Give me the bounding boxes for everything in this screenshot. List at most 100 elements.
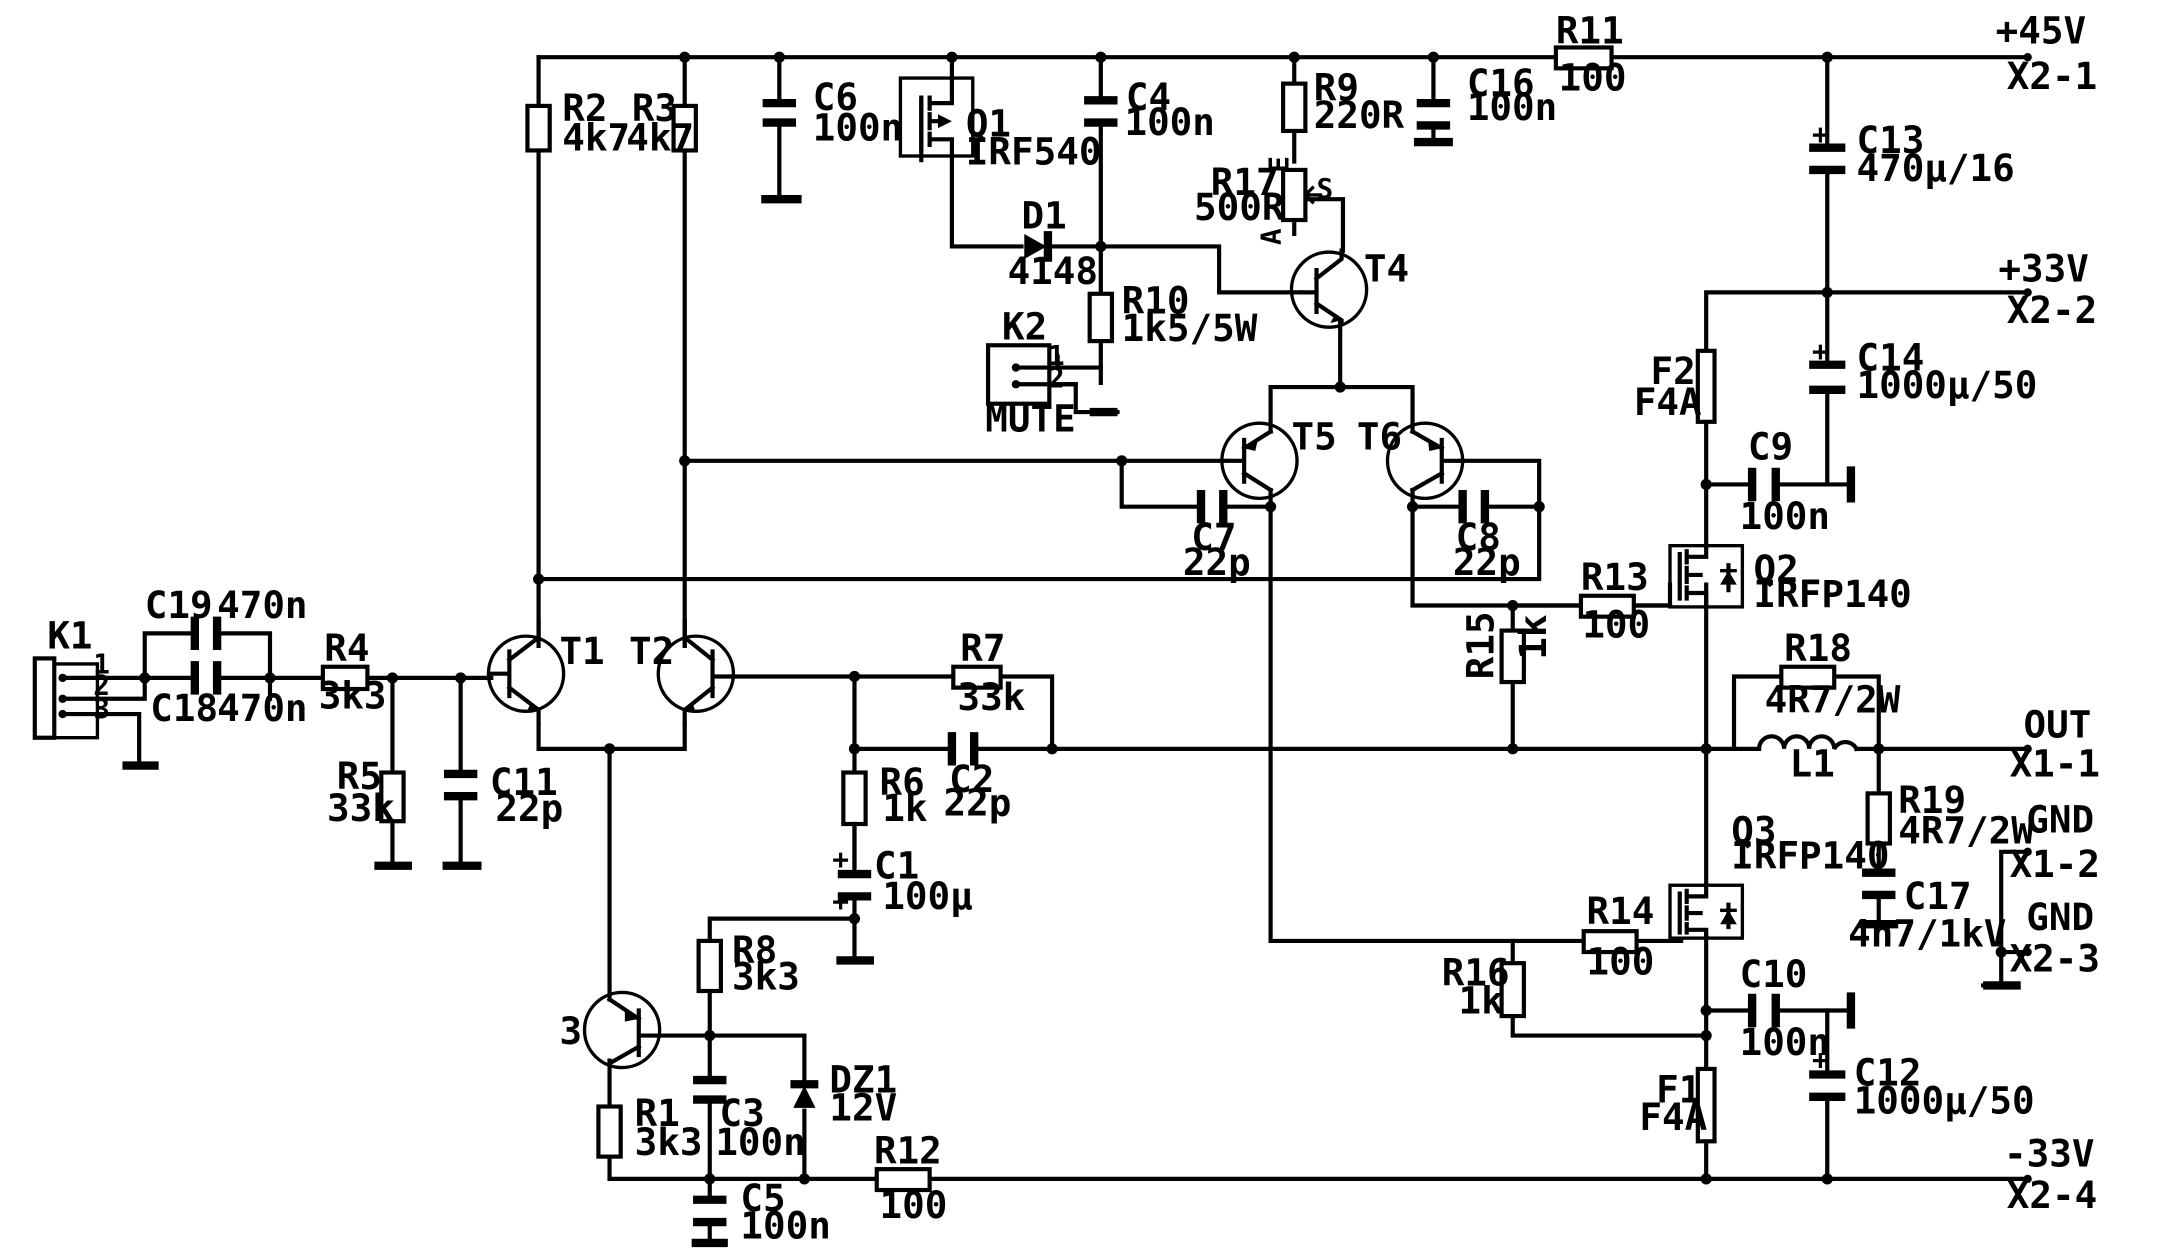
f1-value: F4A xyxy=(1639,1095,1707,1139)
c16-value: 100n xyxy=(1467,85,1557,129)
f2-value: F4A xyxy=(1634,380,1702,424)
r8-body xyxy=(696,938,723,994)
r2-ref: R2 xyxy=(562,86,607,130)
resistor-symbols xyxy=(320,45,1892,1193)
net-plus33-label: +33V xyxy=(1998,246,2088,290)
r15-value: 1k xyxy=(1511,615,1555,660)
k2-pin2: 2 xyxy=(1048,361,1065,394)
r12-ref: R12 xyxy=(874,1129,942,1173)
c13-plus: + xyxy=(1812,117,1829,150)
r13-body xyxy=(1578,593,1636,619)
c1-value: 100µ xyxy=(882,874,972,918)
r14-value: 100 xyxy=(1587,939,1655,983)
t6-ref: T6 xyxy=(1357,415,1402,459)
r15-body xyxy=(1499,628,1526,685)
net-gnd1-connector: X1-2 xyxy=(2010,842,2100,886)
r7-body xyxy=(951,664,1003,690)
c19-value: 470n xyxy=(217,583,307,627)
r19-body xyxy=(1865,791,1892,846)
q2-ref: Q2 xyxy=(1754,547,1799,591)
c10-value: 100n xyxy=(1740,1020,1830,1064)
r11-body xyxy=(1553,45,1614,71)
connector-k2 xyxy=(985,343,1078,406)
r14-ref: R14 xyxy=(1587,889,1655,933)
r9-value: 220R xyxy=(1314,93,1405,137)
k1-label: K1 xyxy=(47,614,92,658)
r16-ref: R16 xyxy=(1442,950,1510,994)
r12-body xyxy=(874,1167,932,1193)
r15-ref: R15 xyxy=(1458,611,1502,679)
l1-coil-icon xyxy=(1756,734,1860,752)
c12-ref: C12 xyxy=(1854,1051,1922,1095)
r5-ref: R5 xyxy=(337,754,382,798)
r5-body xyxy=(379,770,406,824)
c16-ref: C16 xyxy=(1467,61,1535,105)
l1-ref: L1 xyxy=(1790,742,1835,786)
c1-ref: C1 xyxy=(874,843,919,887)
c11-value: 22p xyxy=(495,786,563,830)
r6-value: 1k xyxy=(882,786,927,830)
net-plus33-connector: X2-2 xyxy=(2007,288,2097,332)
t2-npn-icon xyxy=(656,618,736,726)
k2-pin1: 1 xyxy=(1048,339,1065,372)
c12-value: 1000µ/50 xyxy=(1854,1078,2035,1122)
r12-value: 100 xyxy=(880,1183,948,1227)
r17-wiper-arrow xyxy=(1303,185,1323,205)
net-plus45-label: +45V xyxy=(1996,8,2086,52)
r9-body xyxy=(1281,81,1308,134)
c19-ref: C19 xyxy=(145,583,213,627)
r4-ref: R4 xyxy=(324,626,369,670)
r17-ref: R17 xyxy=(1211,160,1279,204)
c12-plus: + xyxy=(1812,1043,1829,1076)
dz1-icon xyxy=(793,1085,816,1108)
c7-ref: C7 xyxy=(1191,515,1236,559)
c1-plus-low: + xyxy=(832,884,849,917)
r13-value: 100 xyxy=(1582,603,1650,647)
net-gnd2-label: GND xyxy=(2026,895,2094,939)
r2-body xyxy=(525,103,552,153)
c11-ref: C11 xyxy=(490,760,558,804)
q3-mosfet-icon xyxy=(1668,883,1745,941)
r13-ref: R13 xyxy=(1581,555,1649,599)
net-gnd2-connector: X2-3 xyxy=(2010,937,2100,981)
d1-icon xyxy=(1024,233,1047,259)
ground-symbols xyxy=(122,137,2021,1248)
r8-ref: R8 xyxy=(732,928,777,972)
f1-ref: F1 xyxy=(1656,1067,1701,1111)
r6-body xyxy=(841,770,868,827)
c4-ref: C4 xyxy=(1126,75,1171,119)
t5-ref: T5 xyxy=(1291,415,1336,459)
c9-value: 100n xyxy=(1740,494,1830,538)
r14-body xyxy=(1581,929,1639,955)
k1-pin1: 1 xyxy=(93,648,110,681)
q1-value: IRF540 xyxy=(966,129,1102,173)
junction-dots xyxy=(139,51,2007,1185)
t1-npn-icon xyxy=(486,618,566,726)
q3-ref: Q3 xyxy=(1731,808,1776,852)
net-out-label: OUT xyxy=(2023,703,2091,747)
r3-body xyxy=(671,103,698,153)
t5-pnp-icon xyxy=(1220,421,1299,501)
t3-ref: 3 xyxy=(559,1009,582,1053)
c17-value: 4n7/1kV xyxy=(1848,911,2006,955)
c13-value: 470µ/16 xyxy=(1856,146,2014,190)
r16-body xyxy=(1499,961,1526,1019)
q1-ref: Q1 xyxy=(966,102,1011,146)
r8-value: 3k3 xyxy=(732,955,800,999)
net-minus33-label: -33V xyxy=(2004,1131,2094,1175)
c3-value: 100n xyxy=(715,1120,805,1164)
c3-ref: C3 xyxy=(719,1091,764,1135)
r10-body xyxy=(1087,291,1115,344)
component-labels: K1 1 2 3 C19 470n C18 470n R4 3k3 R5 33k… xyxy=(47,8,2037,1247)
c18-ref: C18 xyxy=(150,686,218,730)
k2-mute-label: MUTE xyxy=(985,397,1075,441)
c17-ref: C17 xyxy=(1904,874,1972,918)
t1-ref: T1 xyxy=(559,629,604,673)
r3-ref: R3 xyxy=(632,86,677,130)
r19-ref: R19 xyxy=(1898,778,1966,822)
q3-value: IRFP140 xyxy=(1731,834,1889,878)
q2-value: IRFP140 xyxy=(1754,572,1912,616)
c9-ref: C9 xyxy=(1748,424,1793,468)
c2-ref: C2 xyxy=(949,757,994,801)
r4-body xyxy=(320,664,370,692)
